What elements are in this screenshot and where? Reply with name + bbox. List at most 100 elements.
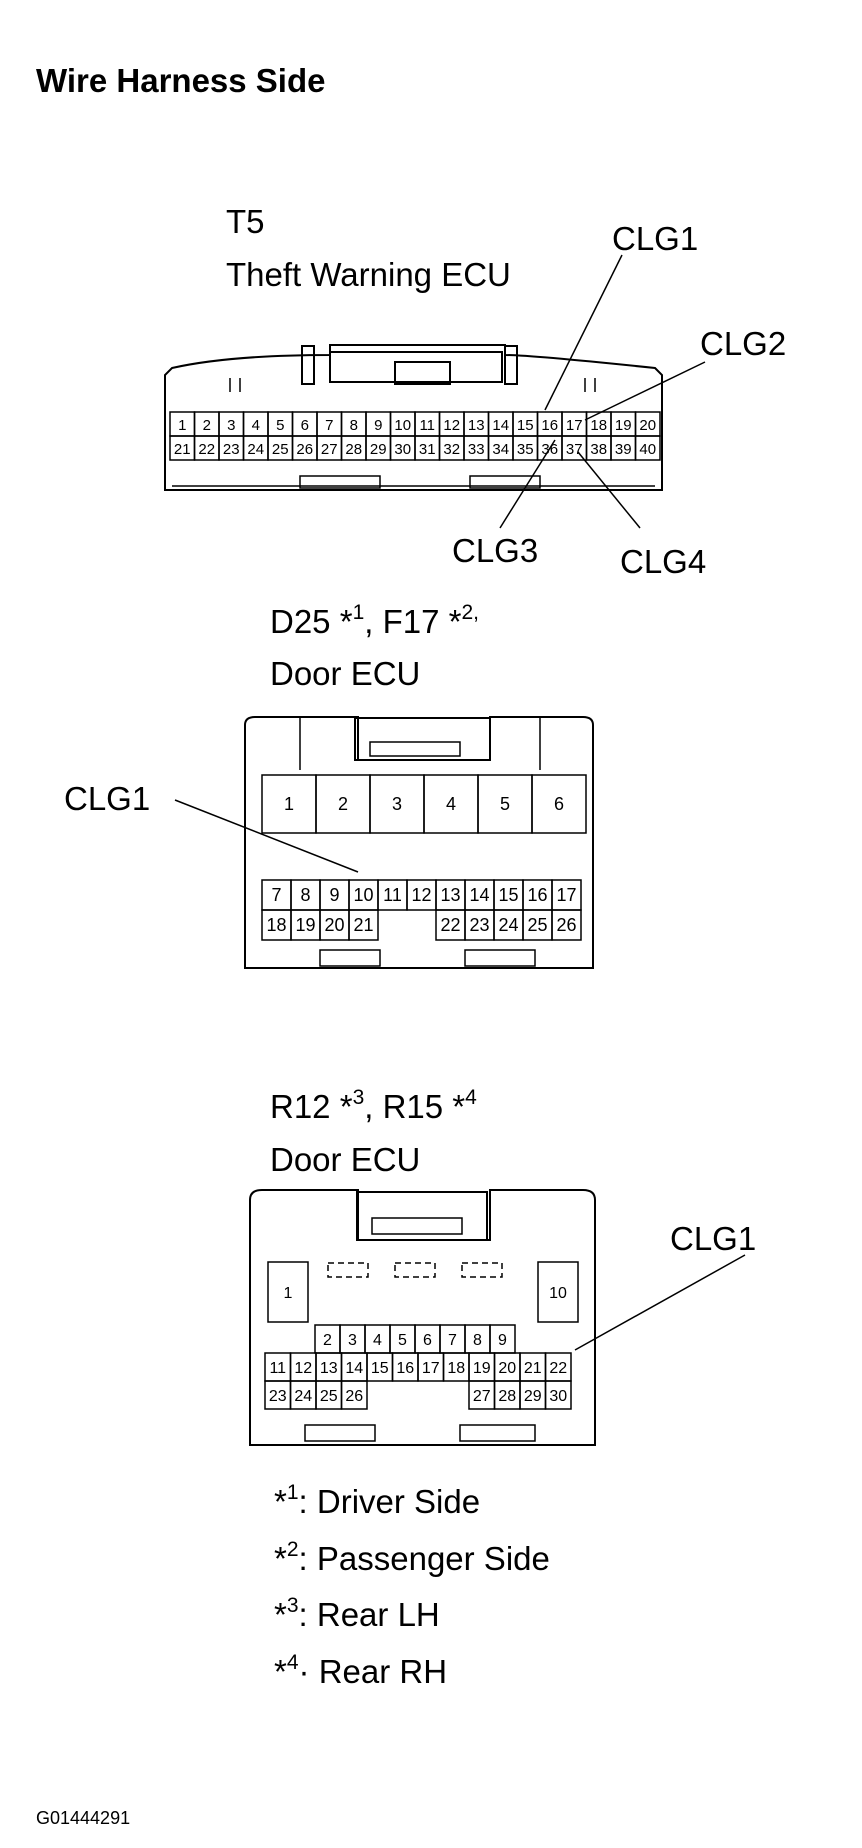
d25-pin-11: 11: [383, 885, 402, 905]
t5-pin-8: 8: [350, 417, 358, 434]
d25-pin-21: 21: [353, 915, 373, 935]
clg3-leader-t5: [499, 439, 556, 529]
r12-pin-14: 14: [345, 1360, 363, 1377]
t5-callout-clg1: CLG1: [612, 220, 698, 257]
t5-pin-24: 24: [247, 441, 264, 458]
t5-pin-6: 6: [301, 417, 309, 434]
d25-pin-1: 1: [284, 794, 294, 814]
d25-pin-25: 25: [527, 915, 547, 935]
r12-pin-1: 1: [284, 1285, 293, 1302]
d25-pin-12: 12: [411, 885, 431, 905]
t5-pin-26: 26: [296, 441, 313, 458]
d25-callout-clg1: CLG1: [64, 780, 150, 817]
r12-pin-4: 4: [373, 1332, 382, 1349]
d25-pin-13: 13: [440, 885, 460, 905]
d25-pin-23: 23: [469, 915, 489, 935]
r12-cavity-1: [267, 1261, 309, 1323]
clg1-leader-r12: [574, 1254, 746, 1351]
t5-pin-38: 38: [590, 441, 607, 458]
r12-pin-6: 6: [423, 1332, 432, 1349]
t5-pin-13: 13: [468, 417, 485, 434]
t5-pin-9: 9: [374, 417, 382, 434]
r12-pin-11: 11: [269, 1360, 286, 1377]
t5-cavity-grid: [169, 411, 661, 461]
t5-callout-clg4: CLG4: [620, 543, 706, 580]
r12-pin-22: 22: [549, 1360, 567, 1377]
d25-pin-5: 5: [500, 794, 510, 814]
d25-pin-6: 6: [554, 794, 564, 814]
d25-pin-7: 7: [271, 885, 281, 905]
r12-pin-29: 29: [524, 1388, 542, 1405]
r12-r15-connector-name: Door ECU: [270, 1141, 421, 1178]
footnote-2: *2: Passenger Side: [274, 1538, 550, 1577]
t5-pin-20: 20: [639, 417, 656, 434]
r12-pin-30: 30: [549, 1388, 567, 1405]
r12-r15-connector-housing: [249, 1189, 596, 1446]
t5-pin-30: 30: [394, 441, 411, 458]
t5-connector-housing: [164, 344, 663, 491]
r12-pin-20: 20: [498, 1360, 516, 1377]
t5-pin-22: 22: [198, 441, 215, 458]
r12-pin-2: 2: [323, 1332, 332, 1349]
r12-pin-24: 24: [294, 1388, 312, 1405]
r12-pin-13: 13: [320, 1360, 338, 1377]
r12-pin-17: 17: [422, 1360, 440, 1377]
r12-pin-19: 19: [473, 1360, 491, 1377]
d25-pin-19: 19: [295, 915, 315, 935]
d25-f17-connector-name: Door ECU: [270, 655, 421, 692]
d25-f17-cavity-grid: [261, 774, 587, 941]
d25-pin-15: 15: [498, 885, 518, 905]
r12-callout-clg1: CLG1: [670, 1220, 756, 1257]
r12-r15-cavity-grid: [264, 1261, 579, 1410]
r12-pin-8: 8: [473, 1332, 482, 1349]
t5-pin-37: 37: [566, 441, 583, 458]
d25-pin-17: 17: [556, 885, 576, 905]
t5-pin-4: 4: [252, 417, 260, 434]
d25-pin-24: 24: [498, 915, 518, 935]
r12-pin-7: 7: [448, 1332, 457, 1349]
r12-r15-connector-id: R12 *3, R15 *4: [270, 1086, 477, 1125]
t5-pin-36: 36: [541, 441, 558, 458]
d25-f17-connector-id: D25 *1, F17 *2,: [270, 601, 479, 640]
r12-pin-26: 26: [345, 1388, 363, 1405]
t5-pin-15: 15: [517, 417, 534, 434]
clg1-leader-t5: [544, 254, 623, 411]
d25-pin-22: 22: [440, 915, 460, 935]
d25-pin-4: 4: [446, 794, 456, 814]
t5-pin-31: 31: [419, 441, 436, 458]
d25-pin-3: 3: [392, 794, 402, 814]
d25-cavity-26: [551, 909, 582, 941]
d25-f17-connector-housing: [244, 716, 594, 969]
t5-pin-3: 3: [227, 417, 235, 434]
r12-pin-3: 3: [348, 1332, 357, 1349]
t5-pin-39: 39: [615, 441, 632, 458]
t5-callout-clg2: CLG2: [700, 325, 786, 362]
d25-pin-2: 2: [338, 794, 348, 814]
t5-pin-28: 28: [345, 441, 362, 458]
r12-cavity-26: [340, 1380, 368, 1410]
t5-pin-5: 5: [276, 417, 284, 434]
t5-pin-19: 19: [615, 417, 632, 434]
t5-pin-14: 14: [492, 417, 509, 434]
t5-pin-29: 29: [370, 441, 387, 458]
d25-pin-8: 8: [300, 885, 310, 905]
d25-pin-18: 18: [266, 915, 286, 935]
t5-pin-2: 2: [203, 417, 211, 434]
r12-pin-27: 27: [473, 1388, 491, 1405]
d25-cavity-6: [531, 774, 587, 834]
clg4-leader-t5: [577, 451, 641, 529]
r12-cavity-10: [537, 1261, 579, 1323]
t5-pin-1: 1: [178, 417, 186, 434]
t5-pin-17: 17: [566, 417, 583, 434]
t5-callout-clg3: CLG3: [452, 532, 538, 569]
t5-pin-34: 34: [492, 441, 509, 458]
t5-pin-32: 32: [443, 441, 460, 458]
r12-pin-5: 5: [398, 1332, 407, 1349]
r12-pin-15: 15: [371, 1360, 389, 1377]
t5-pin-25: 25: [272, 441, 289, 458]
footnote-4: *4· Rear RH: [274, 1651, 448, 1690]
t5-connector-name: Theft Warning ECU: [226, 256, 511, 293]
t5-connector-id: T5: [226, 203, 265, 240]
d25-pin-26: 26: [556, 915, 576, 935]
